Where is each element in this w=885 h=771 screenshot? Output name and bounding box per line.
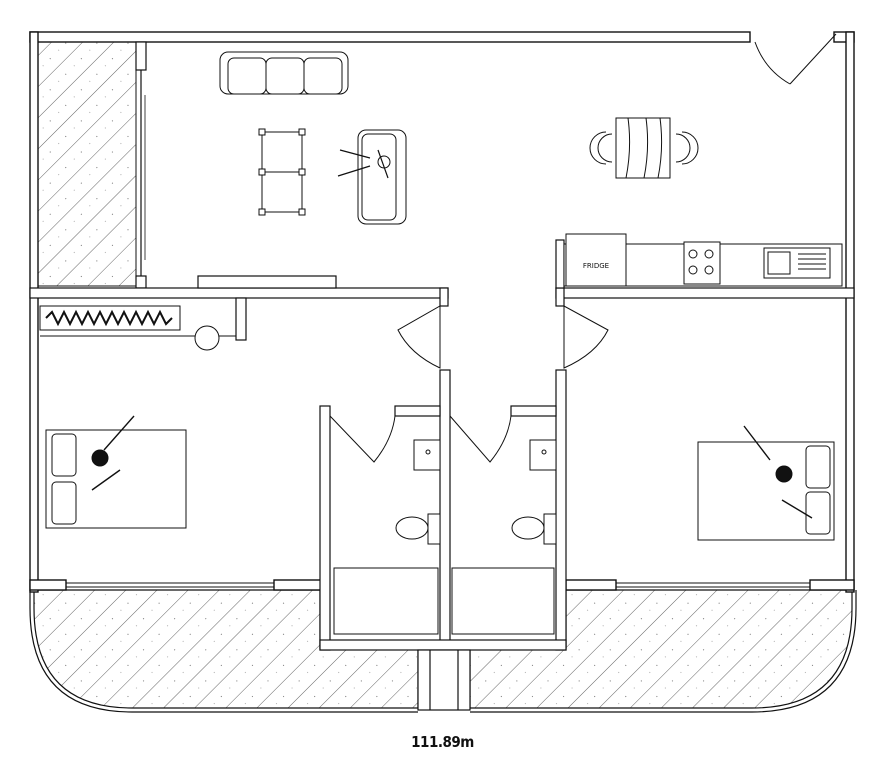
bathroom-walls bbox=[319, 369, 567, 711]
left-balcony bbox=[35, 41, 137, 287]
bedroom-doors bbox=[397, 305, 609, 369]
coffee-table bbox=[258, 128, 306, 216]
entry-door bbox=[754, 33, 837, 85]
bathroom-doors bbox=[329, 415, 512, 463]
dining-set bbox=[589, 117, 699, 179]
bottom-balcony bbox=[29, 589, 857, 713]
armchair bbox=[337, 129, 407, 225]
fridge-label: FRIDGE bbox=[583, 262, 609, 270]
central-wall bbox=[29, 239, 855, 341]
exterior-walls bbox=[29, 31, 855, 593]
kitchen-counter bbox=[563, 233, 843, 287]
bathroom-fixtures bbox=[333, 439, 557, 635]
right-bed bbox=[697, 425, 835, 541]
living-balcony-partition bbox=[135, 41, 147, 289]
left-bed bbox=[45, 415, 187, 529]
area-label: 111.89m bbox=[411, 733, 474, 751]
balcony-windows bbox=[66, 582, 810, 588]
wardrobe bbox=[39, 305, 236, 351]
sofa bbox=[219, 51, 349, 95]
